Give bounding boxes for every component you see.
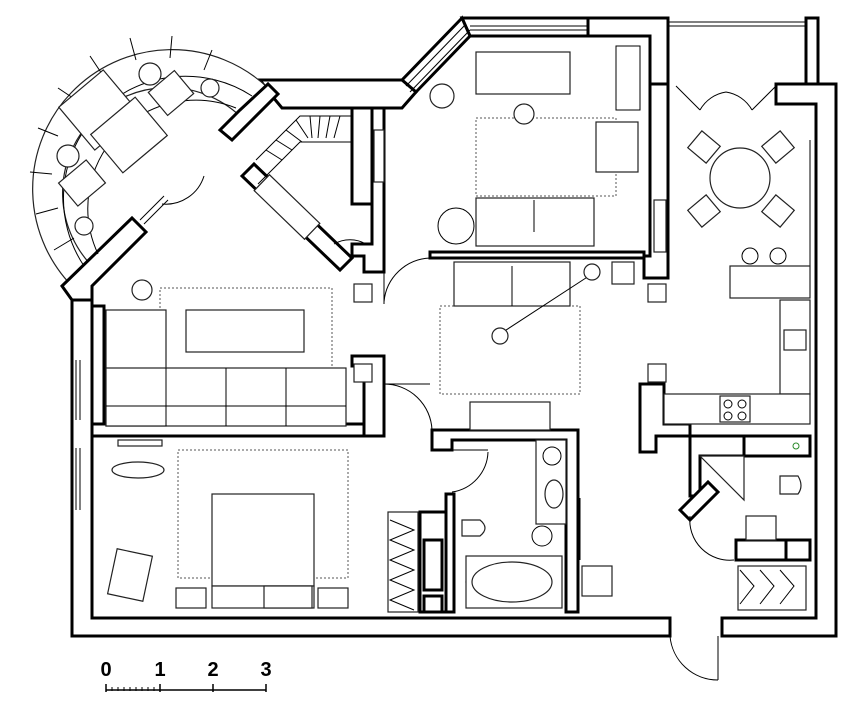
bay-lounge-furniture (56, 62, 220, 301)
scale-label-0: 0 (100, 659, 111, 681)
scale-label-2: 2 (207, 659, 218, 681)
kitchen-fixtures (663, 299, 811, 450)
windows (75, 21, 811, 560)
study-furniture (373, 45, 667, 253)
small-bath-fixtures (698, 455, 807, 611)
doors (161, 85, 777, 681)
scale-label-1: 1 (154, 659, 165, 681)
scale-bar: 0 1 2 3 (100, 659, 272, 692)
scale-label-3: 3 (260, 659, 271, 681)
living-furniture (105, 261, 667, 431)
staircase (253, 115, 352, 241)
dining-furniture (686, 130, 811, 299)
bathroom-fixtures (461, 439, 613, 609)
bedroom-furniture (106, 439, 419, 613)
